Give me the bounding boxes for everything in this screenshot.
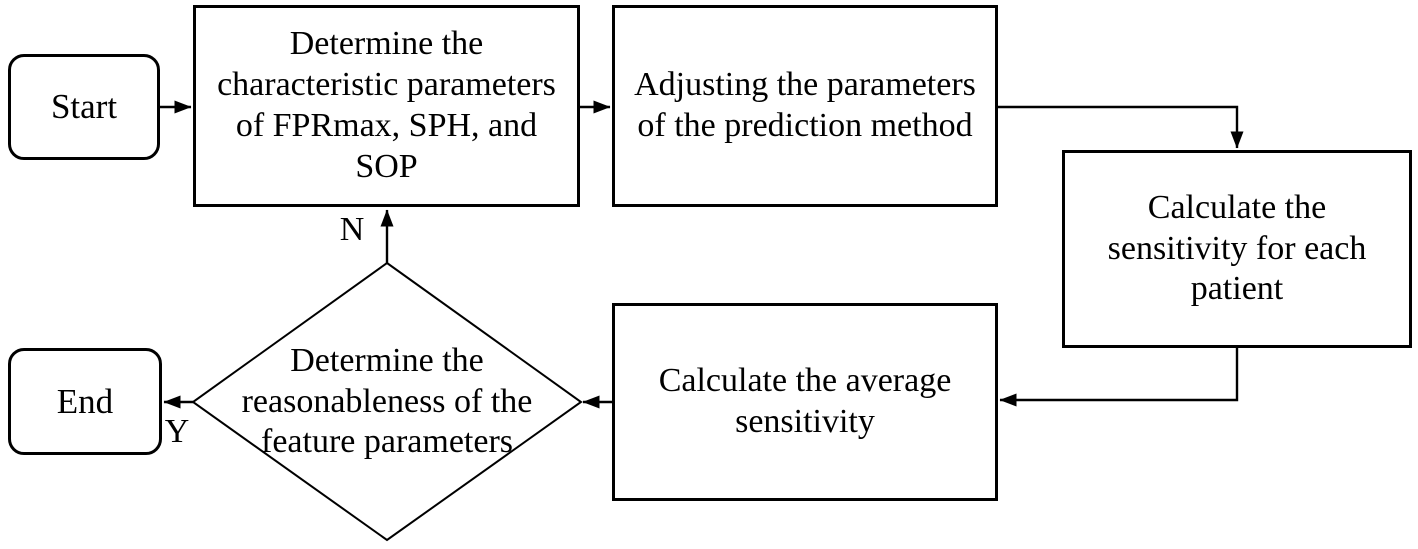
node-decision-reasonableness-label: Determine the reasonableness of the feat…	[241, 341, 533, 461]
node-calculate-average-sensitivity-label: Calculate the average sensitivity	[658, 362, 952, 440]
edge-label-no: N	[339, 211, 365, 248]
node-calculate-average-sensitivity: Calculate the average sensitivity	[612, 303, 998, 501]
node-start: Start	[8, 54, 160, 160]
arrow-adjust-to-calc-sensitivity	[997, 105, 1244, 149]
node-end-label: End	[56, 381, 114, 421]
node-determine-characteristic-parameters-label: Determine the characteristic parameters …	[217, 25, 556, 185]
node-calculate-sensitivity-per-patient-label: Calculate the sensitivity for each patie…	[1107, 188, 1367, 308]
node-adjust-prediction-parameters-label: Adjusting the parameters of the predicti…	[634, 66, 976, 144]
decision-diamond-shape	[191, 261, 583, 542]
node-determine-characteristic-parameters: Determine the characteristic parameters …	[193, 5, 580, 207]
node-adjust-prediction-parameters: Adjusting the parameters of the predicti…	[612, 5, 998, 207]
edge-label-yes: Y	[164, 413, 190, 450]
node-end: End	[8, 348, 162, 455]
node-decision-reasonableness: Determine the reasonableness of the feat…	[217, 332, 557, 472]
node-calculate-sensitivity-per-patient: Calculate the sensitivity for each patie…	[1062, 150, 1412, 348]
node-start-label: Start	[50, 87, 118, 126]
arrow-calc-sensitivity-to-calc-average	[999, 347, 1239, 407]
